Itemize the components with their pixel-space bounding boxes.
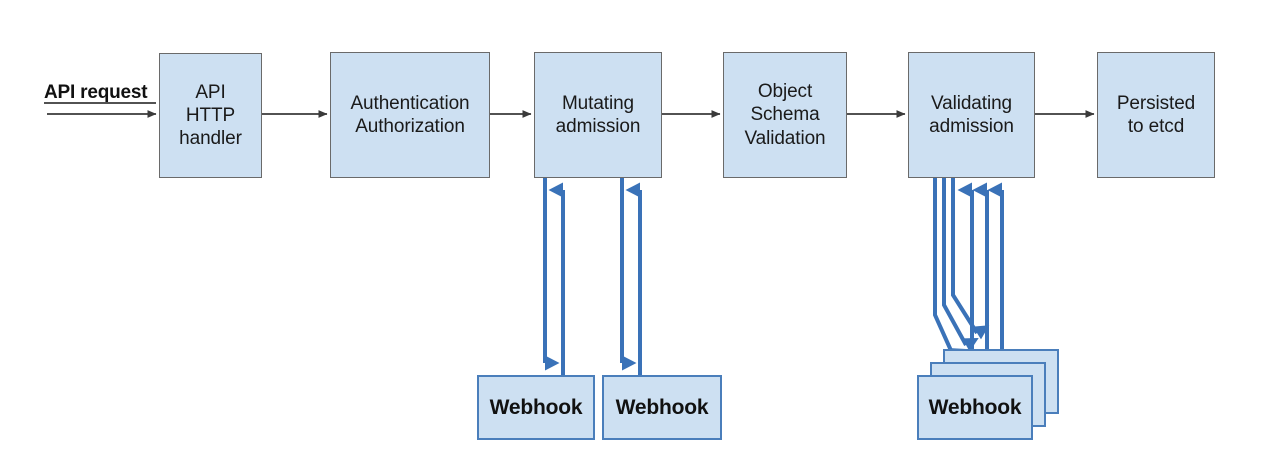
node-authentication-authorization[interactable]: Authentication Authorization xyxy=(330,52,490,178)
webhook-box-validating-front[interactable]: Webhook xyxy=(917,375,1033,440)
webhook-box-mutating-2[interactable]: Webhook xyxy=(602,375,722,440)
entry-label-api-request: API request xyxy=(44,82,148,103)
node-mutating-admission[interactable]: Mutating admission xyxy=(534,52,662,178)
node-object-schema-validation[interactable]: Object Schema Validation xyxy=(723,52,847,178)
node-validating-admission[interactable]: Validating admission xyxy=(908,52,1035,178)
node-api-http-handler[interactable]: API HTTP handler xyxy=(159,53,262,178)
webhook-box-mutating-1[interactable]: Webhook xyxy=(477,375,595,440)
node-persisted-to-etcd[interactable]: Persisted to etcd xyxy=(1097,52,1215,178)
mutating-webhook-2-connectors xyxy=(620,178,642,375)
mutating-webhook-1-connectors xyxy=(543,178,565,375)
